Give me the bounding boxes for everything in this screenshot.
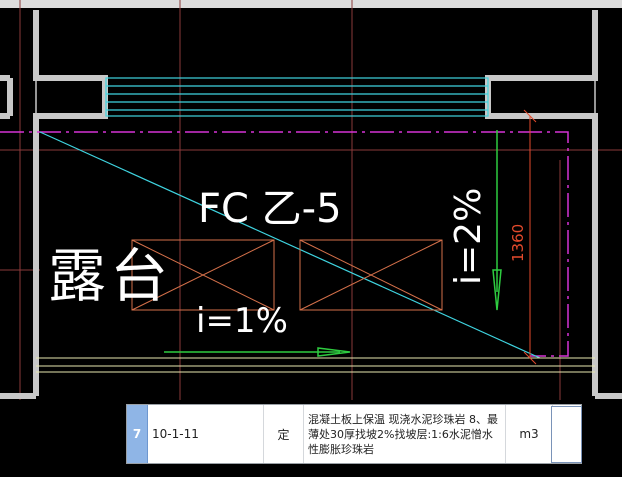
description-cell[interactable]: 混凝土板上保温 现浇水泥珍珠岩 8、最薄处30厚找坡2%找坡层:1:6水泥憎水性…	[304, 405, 506, 463]
dimension-text: 1360	[509, 224, 527, 262]
diagonal-line	[39, 131, 541, 359]
slab-lines	[36, 357, 595, 373]
quota-table-row[interactable]: 7 10-1-11 定 混凝土板上保温 现浇水泥珍珠岩 8、最薄处30厚找坡2%…	[126, 404, 582, 464]
boundary-dashdot	[0, 131, 569, 357]
stair-element	[105, 77, 489, 117]
window-top-strip	[0, 0, 622, 8]
type-cell[interactable]: 定	[264, 405, 304, 463]
slope-arrow-right	[492, 130, 502, 311]
drain-box-right	[299, 239, 443, 311]
wall-inner-lines	[35, 10, 596, 396]
unit-cell[interactable]: m3	[506, 405, 553, 463]
slope-left-label: i=1%	[196, 301, 288, 341]
slope-right-label: i=2%	[448, 188, 489, 285]
drain-box-left	[131, 239, 275, 311]
slope-arrow-bottom	[164, 347, 351, 357]
row-index[interactable]: 7	[127, 405, 148, 463]
drain-label: FC 乙-5	[198, 186, 342, 232]
quota-code-cell[interactable]: 10-1-11	[148, 405, 264, 463]
dimension-1360	[523, 109, 537, 365]
selected-cell-box[interactable]	[551, 406, 582, 463]
room-label: 露台	[48, 242, 172, 310]
